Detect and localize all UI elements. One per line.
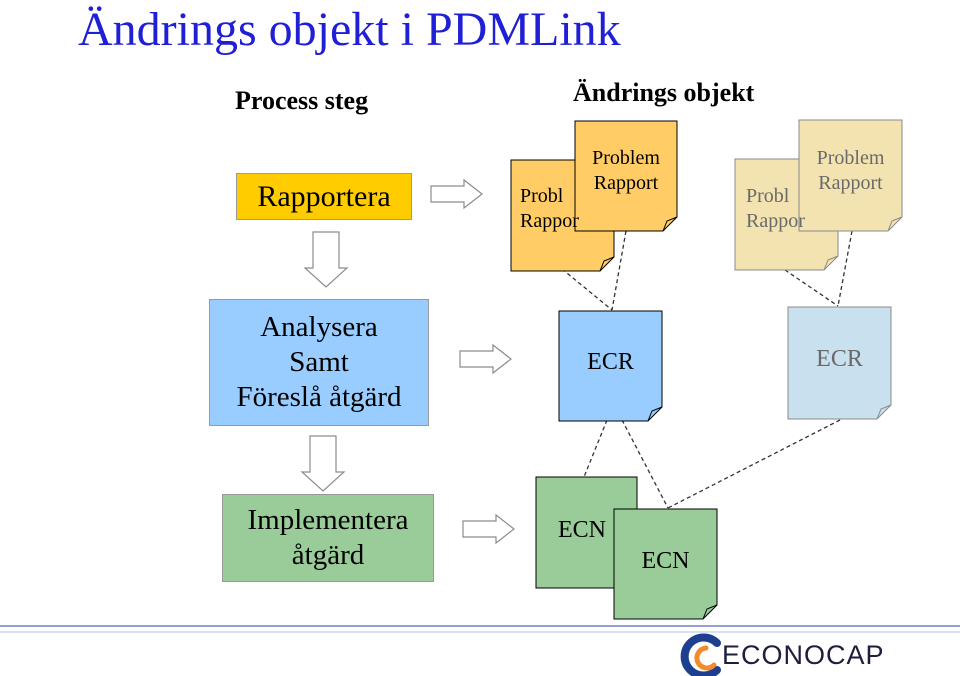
arrow-right-report [430, 178, 483, 210]
arrow-right-analyze [459, 343, 512, 375]
connector-ecr-to-ecn-2 [621, 419, 669, 509]
ecr-1-label: ECR [587, 349, 634, 375]
step-implement-line-1: Implementera [247, 504, 409, 537]
connector-problem-faded-back-to-ecr [784, 269, 839, 307]
problem-report-back-2-line-2: Rappor [746, 210, 805, 232]
arrow-down-2 [300, 435, 346, 492]
step-analyze-line-3: Föreslå åtgärd [236, 380, 402, 413]
change-objects-header: Ändrings objekt [573, 78, 755, 107]
page-title: Ändrings objekt i PDMLink [78, 3, 621, 56]
problem-report-front-2-line-1: Problem [816, 147, 885, 169]
connector-ecr-faded-to-ecn-2 [667, 419, 841, 509]
process-steps-header: Process steg [235, 86, 369, 115]
problem-report-front-1-line-2: Rapport [593, 172, 659, 194]
step-implement-line-2: åtgärd [291, 539, 365, 571]
ecn-2-label: ECN [641, 548, 690, 574]
problem-report-front-2-text: Problem Rapport [799, 146, 902, 196]
step-analyze-box: Analysera Samt Föreslå åtgärd [209, 299, 429, 426]
ecn-doc-2 [613, 508, 718, 620]
problem-report-doc-front-1 [574, 120, 678, 232]
connector-problem-faded-front-to-ecr [837, 230, 853, 307]
connector-ecr-to-ecn-1 [583, 419, 608, 478]
problem-report-front-1-line-1: Problem [592, 147, 660, 169]
connector-problem-front-to-ecr [611, 230, 627, 311]
problem-report-front-2-line-2: Rapport [818, 172, 883, 194]
step-analyze-line-2: Samt [289, 346, 349, 379]
ecr-doc-faded-2 [787, 306, 892, 420]
problem-report-back-2-text: Probl Rappor [746, 184, 834, 234]
ecr-doc-1 [558, 310, 663, 422]
ecr-2-label: ECR [816, 346, 863, 372]
step-analyze-line-1: Analysera [260, 311, 378, 344]
step-implement-box: Implementera åtgärd [222, 494, 434, 582]
problem-report-back-1-line-1: Probl [520, 185, 564, 207]
step-report-box: Rapportera [236, 173, 412, 220]
problem-report-back-2-line-1: Probl [746, 185, 790, 207]
econocap-logo-text: ECONOCAP [722, 640, 885, 670]
connector-problem-back-to-ecr [561, 268, 613, 311]
problem-report-back-1-text: Probl Rappor [520, 184, 610, 234]
econocap-logo-icon [680, 633, 721, 676]
arrow-right-implement [462, 513, 515, 545]
ecn-1-label: ECN [558, 517, 606, 543]
problem-report-doc-faded-front-2 [798, 119, 903, 232]
problem-report-front-1-text: Problem Rapport [575, 146, 677, 196]
step-report-label: Rapportera [257, 179, 391, 213]
problem-report-back-1-line-2: Rappor [520, 210, 579, 232]
arrow-down-1 [303, 231, 349, 288]
